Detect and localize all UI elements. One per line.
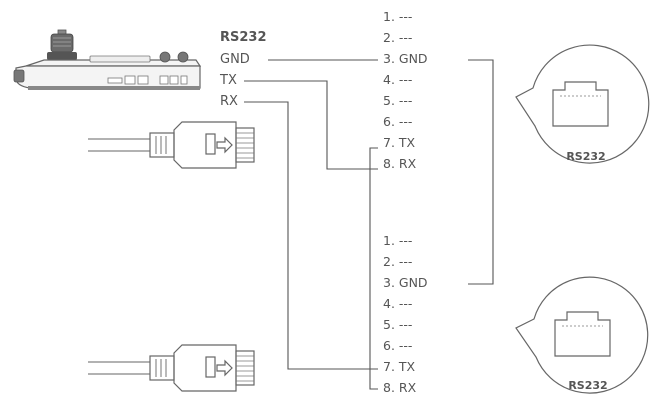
wire-rx-to-bottom-tx <box>244 101 378 370</box>
port-label-bottom: RS232 <box>568 379 607 392</box>
pin-top-2: 2. --- <box>383 30 412 45</box>
pin-top-3: 3. GND <box>383 51 428 66</box>
port-label-top: RS232 <box>566 150 605 163</box>
pin-bottom-5: 5. --- <box>383 317 412 332</box>
pinout-top: 1. --- 2. --- 3. GND 4. --- 5. --- 6. --… <box>383 9 428 171</box>
pin-top-7: 7. TX <box>383 135 416 150</box>
rj45-plug-lower <box>88 344 255 392</box>
interface-title: RS232 <box>220 30 267 45</box>
pin-bottom-2: 2. --- <box>383 254 412 269</box>
pin-top-5: 5. --- <box>383 93 412 108</box>
joystick-base <box>47 52 77 60</box>
rs232-port-top: RS232 <box>515 44 650 164</box>
pin-bottom-7: 7. TX <box>383 359 416 374</box>
pin-top-1: 1. --- <box>383 9 412 24</box>
wiring-lines <box>244 59 494 390</box>
knob-right <box>177 51 189 63</box>
wire-tx-to-top-rx <box>244 80 378 170</box>
pin-bottom-8: 8. RX <box>383 380 417 395</box>
rj45-jack-top-icon <box>552 81 609 127</box>
pin-top-6: 6. --- <box>383 114 412 129</box>
insert-arrow-icon-lower <box>216 359 233 377</box>
pin-bottom-3: 3. GND <box>383 275 428 290</box>
pin-top-4: 4. --- <box>383 72 412 87</box>
signal-gnd: GND <box>220 52 250 67</box>
rj45-plug-upper <box>88 121 255 169</box>
rs232-port-bottom: RS232 <box>515 276 649 394</box>
insert-arrow-icon-upper <box>216 136 233 154</box>
rj45-jack-bottom-icon <box>554 311 611 357</box>
pin-bottom-1: 1. --- <box>383 233 412 248</box>
signal-rx: RX <box>220 94 238 109</box>
pin-bottom-6: 6. --- <box>383 338 412 353</box>
port-callout-bubble-top <box>515 44 650 164</box>
wire-tx-rx-bus <box>369 147 378 390</box>
wire-gnd-bus <box>468 59 494 285</box>
port-callout-bubble-bottom <box>515 276 649 394</box>
pinout-bottom: 1. --- 2. --- 3. GND 4. --- 5. --- 6. --… <box>383 233 428 395</box>
joystick-knob <box>50 33 74 53</box>
pin-bottom-4: 4. --- <box>383 296 412 311</box>
controller-keyboard <box>13 29 202 90</box>
knob-left <box>159 51 171 63</box>
signal-tx: TX <box>219 73 237 88</box>
pin-top-8: 8. RX <box>383 156 417 171</box>
